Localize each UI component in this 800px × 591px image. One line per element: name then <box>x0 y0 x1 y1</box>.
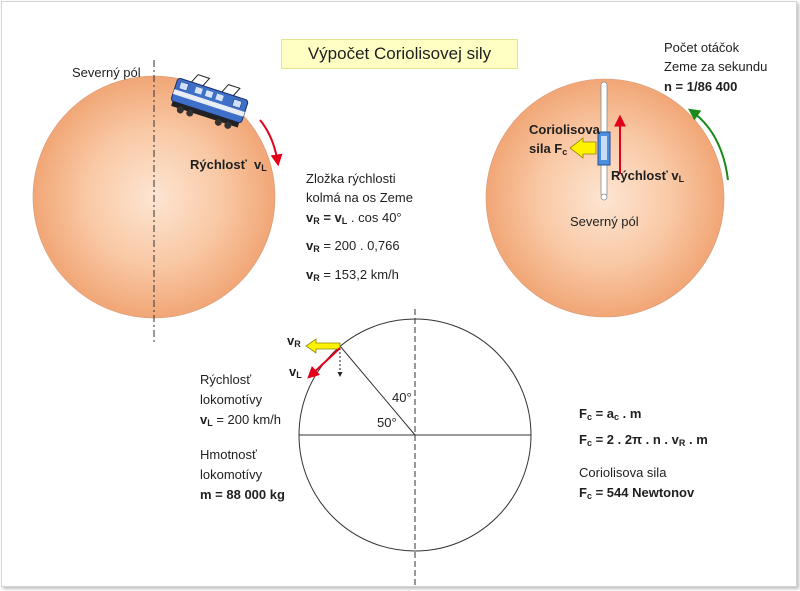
eq1-eq-sub: L <box>341 216 348 226</box>
f1-a: F <box>579 406 587 421</box>
vl-arrow <box>307 347 341 379</box>
vl-label-sym: v <box>289 364 297 379</box>
angle-top-label: 40° <box>392 390 412 405</box>
result-value: Fc = 544 Newtonov <box>579 483 694 502</box>
rotation-line1: Počet otáčok <box>664 40 740 55</box>
right-pole-label: Severný pól <box>570 214 639 229</box>
result-sub: c <box>586 491 592 501</box>
f1-c: . m <box>619 406 642 421</box>
f1-a-sub: c <box>586 412 592 422</box>
eq1-rest: . cos 40° <box>347 210 402 225</box>
angle-bottom-label: 50° <box>377 415 397 430</box>
coriolis-force-arrow <box>569 137 597 159</box>
f1-b-sub: c <box>614 412 620 422</box>
loco-speed-sub: L <box>207 418 213 428</box>
right-speed-label: Rýchlosť vL <box>611 166 684 185</box>
left-speed-label: Rýchlosť vL <box>190 155 267 174</box>
f2-b: = 2 . 2π . n . v <box>591 432 679 447</box>
vr-label-sub: R <box>294 339 301 349</box>
eq1-eq: = v <box>319 210 342 225</box>
f2-b-sub: R <box>678 438 686 448</box>
loco-speed-rest: = 200 km/h <box>212 412 282 427</box>
eq1-sym: v <box>306 210 314 225</box>
left-speed-symbol: v <box>254 157 262 172</box>
f1-b: = a <box>591 406 615 421</box>
formula-1: Fc = ac . m <box>579 404 641 423</box>
loco-mass-line2: lokomotívy <box>200 467 263 482</box>
formula-2: Fc = 2 . 2π . n . vR . m <box>579 430 708 449</box>
left-speed-text: Rýchlosť <box>190 157 247 172</box>
loco-speed-line2: lokomotívy <box>200 392 263 407</box>
coriolis-sensor-window <box>601 136 607 160</box>
left-speed-arrow <box>259 119 283 167</box>
right-speed-sub: L <box>678 174 685 184</box>
eq2-sub: R <box>313 244 320 254</box>
eq3-sym: v <box>306 267 314 282</box>
vl-label: vL <box>289 362 302 381</box>
f2-a-sub: c <box>586 438 592 448</box>
result-a: F <box>579 485 587 500</box>
vr-arrow <box>305 338 341 354</box>
loco-speed-value: vL = 200 km/h <box>200 410 281 429</box>
eq2-rest: = 200 . 0,766 <box>319 238 400 253</box>
pole-point <box>600 193 608 201</box>
component-eq1: vR = vL . cos 40° <box>306 208 402 227</box>
eq1-sym-sub: R <box>313 216 320 226</box>
rotation-value: n = 1/86 400 <box>664 79 738 94</box>
left-pole-label: Severný pól <box>72 65 141 80</box>
force-line2-text: sila F <box>529 141 563 156</box>
result-label: Coriolisova sila <box>579 465 667 480</box>
eq3-rest: = 153,2 km/h <box>319 267 399 282</box>
eq3-sub: R <box>313 273 320 283</box>
loco-speed-sym: v <box>200 412 208 427</box>
loco-mass-value: m = 88 000 kg <box>200 487 285 502</box>
rotation-line2: Zeme za sekundu <box>664 59 768 74</box>
page-title: Výpočet Coriolisovej sily <box>281 39 518 69</box>
locomotive-icon <box>171 74 249 129</box>
rotation-arrow <box>688 108 729 181</box>
result-b: = 544 Newtonov <box>591 485 695 500</box>
force-line1: Coriolisova <box>529 122 600 137</box>
right-speed-text: Rýchlosť v <box>611 168 679 183</box>
loco-mass-line1: Hmotnosť <box>200 447 257 462</box>
vr-label: vR <box>287 331 301 350</box>
component-line1: Zložka rýchlosti <box>306 171 396 186</box>
force-line2: sila Fc <box>529 139 567 158</box>
force-sub: c <box>562 147 568 157</box>
component-eq2: vR = 200 . 0,766 <box>306 236 400 255</box>
vr-label-sym: v <box>287 333 295 348</box>
component-line2: kolmá na os Zeme <box>306 190 413 205</box>
f2-a: F <box>579 432 587 447</box>
component-eq3: vR = 153,2 km/h <box>306 265 399 284</box>
left-speed-sub: L <box>261 163 267 173</box>
f2-c: . m <box>685 432 708 447</box>
eq2-sym: v <box>306 238 314 253</box>
loco-speed-line1: Rýchlosť <box>200 372 252 387</box>
vl-label-sub: L <box>296 370 302 380</box>
radius-line <box>339 345 416 436</box>
